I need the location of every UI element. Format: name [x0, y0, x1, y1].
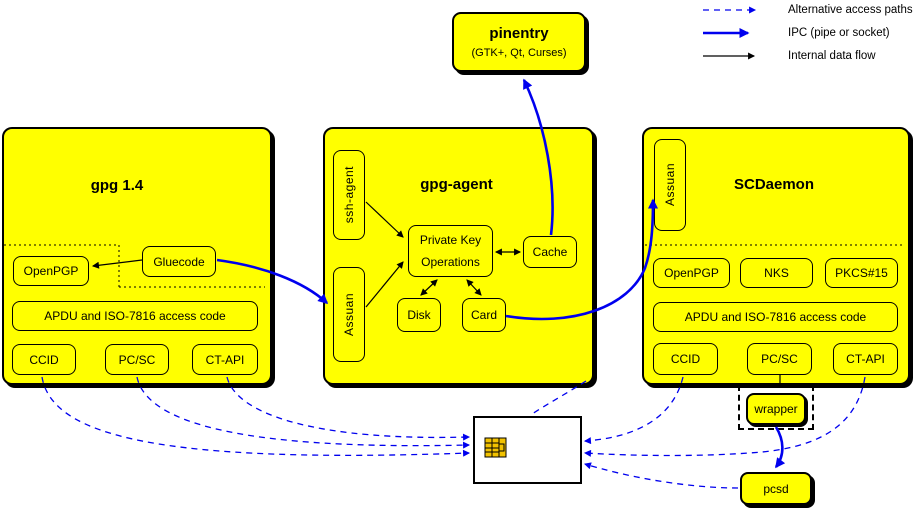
- node-scdaemon-pcsc: PC/SC: [747, 343, 812, 375]
- node-scdaemon-assuan: Assuan: [654, 139, 686, 231]
- altpath-pcsd-to-card: [583, 462, 739, 489]
- scdaemon-title: SCDaemon: [733, 176, 815, 193]
- altpath-gpg14-ctapi-to-card: [226, 376, 471, 441]
- altpath-scdaemon-ccid-to-card: [583, 376, 684, 445]
- pinentry-title: pinentry: [489, 25, 549, 42]
- altpath-gpg14-pcsc-to-card: [136, 376, 471, 449]
- node-gpgagent-sshagent: ssh-agent: [333, 150, 365, 240]
- node-scdaemon-ccid: CCID: [653, 343, 718, 375]
- node-gpg14-gluecode: Gluecode: [142, 246, 216, 277]
- legend-label-alt-paths: Alternative access paths: [788, 4, 913, 16]
- node-gpg14-ctapi: CT-API: [192, 344, 258, 375]
- legend-label-ipc: IPC (pipe or socket): [788, 27, 890, 39]
- node-cache: Cache: [523, 236, 577, 268]
- node-scdaemon-nks: NKS: [740, 258, 813, 288]
- node-scdaemon-openpgp: OpenPGP: [653, 258, 730, 288]
- gpg14-title: gpg 1.4: [90, 177, 144, 194]
- altpath-gpgagent-corner-to-card: [531, 380, 587, 415]
- node-wrapper: wrapper: [746, 393, 806, 425]
- node-scdaemon-apdu: APDU and ISO-7816 access code: [653, 302, 898, 332]
- gpg-agent-title: gpg-agent: [420, 176, 493, 193]
- pinentry-subtitle: (GTK+, Qt, Curses): [471, 47, 567, 59]
- node-gpg14-ccid: CCID: [12, 344, 76, 375]
- scdaemon-assuan-label: Assuan: [663, 163, 677, 207]
- smartcard: [473, 416, 582, 484]
- node-gpg14-apdu: APDU and ISO-7816 access code: [12, 301, 258, 331]
- node-private-key-operations: Private Key Operations: [408, 225, 493, 277]
- node-gpgagent-assuan: Assuan: [333, 267, 365, 362]
- gpgagent-assuan-label: Assuan: [342, 292, 356, 337]
- node-card: Card: [462, 298, 506, 332]
- altpath-gpg14-ccid-to-card: [41, 376, 471, 457]
- legend-label-internal: Internal data flow: [788, 50, 876, 62]
- sshagent-label: ssh-agent: [342, 166, 356, 224]
- node-scdaemon-pkcs15: PKCS#15: [825, 258, 898, 288]
- arrow-wrapper-to-pcsd: [774, 426, 786, 469]
- node-disk: Disk: [397, 298, 441, 332]
- pko-line1: Private Key: [419, 233, 482, 247]
- smartcard-chip-icon: [484, 437, 508, 464]
- node-scdaemon-ctapi: CT-API: [833, 343, 898, 375]
- pko-line2: Operations: [421, 255, 480, 269]
- node-gpg14-openpgp: OpenPGP: [13, 256, 89, 286]
- node-gpg14-pcsc: PC/SC: [105, 344, 169, 375]
- node-pcsd: pcsd: [740, 472, 812, 505]
- altpath-scdaemon-ctapi-to-card: [583, 376, 866, 457]
- pinentry-box: pinentry (GTK+, Qt, Curses): [452, 12, 586, 72]
